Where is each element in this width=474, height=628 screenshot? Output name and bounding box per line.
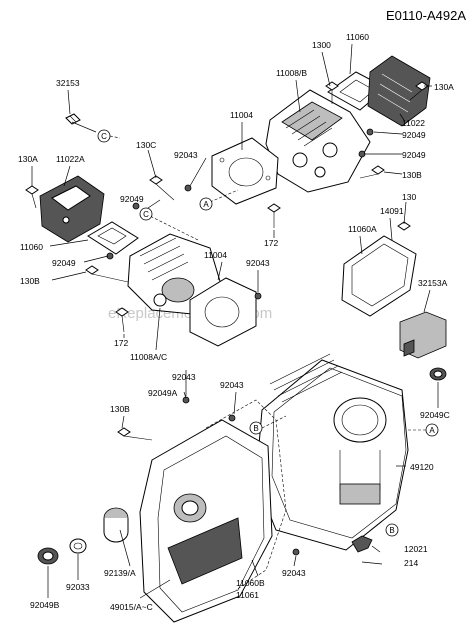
callout-a-upper: A: [199, 189, 239, 211]
part-washer-92033: [69, 538, 87, 554]
label-92049-mid: 92049: [120, 194, 144, 204]
part-oil-seal-92049C: [429, 367, 447, 381]
label-11060-top: 11060: [346, 32, 369, 42]
part-breather-32153A: [399, 311, 447, 359]
label-92033: 92033: [66, 582, 90, 592]
label-92049A: 92049A: [148, 388, 178, 398]
label-130B-left: 130B: [20, 276, 40, 286]
label-11060-left: 11060: [20, 242, 43, 252]
label-12021: 12021: [404, 544, 428, 554]
label-11022: 11022: [402, 118, 425, 128]
label-92049C: 92049C: [420, 410, 450, 420]
label-130A-left: 130A: [18, 154, 38, 164]
part-bearing-92139: [103, 507, 129, 543]
label-92049-top: 92049: [402, 130, 426, 140]
part-cylinder-head-left: [127, 233, 223, 315]
part-head-gasket-mid: [189, 277, 257, 347]
label-11022A: 11022A: [56, 154, 85, 164]
part-seal-92049B: [37, 547, 59, 565]
svg-text:A: A: [429, 426, 435, 435]
callout-a-right: A: [408, 423, 439, 437]
label-130-right: 130: [402, 192, 416, 202]
part-labels: 32153 1300 11060 11008/B 130A 11022 9204…: [18, 32, 454, 612]
label-11004-mid: 11004: [204, 250, 227, 260]
label-214: 214: [404, 558, 418, 568]
label-92049-left: 92049: [52, 258, 76, 268]
part-crankcase-cover-49015: [139, 419, 273, 623]
svg-text:A: A: [203, 200, 209, 209]
label-49120: 49120: [410, 462, 434, 472]
label-172-lower: 172: [114, 338, 128, 348]
part-gasket-11060A: [341, 235, 417, 317]
part-gasket-11060B: [205, 399, 287, 591]
label-11060B: 11060B: [236, 578, 265, 588]
part-gasket-11060-left: [87, 221, 139, 255]
svg-text:B: B: [389, 526, 394, 535]
label-130B-lower: 130B: [110, 404, 130, 414]
callout-b-bottom: B: [385, 523, 399, 537]
label-92139A: 92139/A: [104, 568, 136, 578]
callout-c-upper: C: [97, 129, 121, 143]
label-92043-upper: 92043: [174, 150, 198, 160]
label-92043-center: 92043: [220, 380, 244, 390]
callout-c-mid: C: [139, 207, 199, 241]
label-92043-mid: 92043: [246, 258, 270, 268]
label-11004-top: 11004: [230, 110, 253, 120]
svg-text:C: C: [101, 132, 107, 141]
label-130A-right: 130A: [434, 82, 454, 92]
svg-text:C: C: [143, 210, 149, 219]
label-92043-bottom: 92043: [282, 568, 306, 578]
part-bolts: [25, 81, 429, 556]
part-cover-11022-upper: [367, 55, 431, 127]
svg-text:B: B: [253, 424, 258, 433]
label-32153A: 32153A: [418, 278, 448, 288]
part-cover-11022A-left: [39, 175, 105, 243]
part-clip-32153: [65, 113, 81, 125]
label-130B-right: 130B: [402, 170, 422, 180]
label-11008B: 11008/B: [276, 68, 307, 78]
part-head-gasket-upper: [211, 137, 279, 205]
label-92043-lower: 92043: [172, 372, 196, 382]
label-172-upper: 172: [264, 238, 278, 248]
label-32153: 32153: [56, 78, 80, 88]
label-1300: 1300: [312, 40, 331, 50]
leader-lines: [31, 43, 439, 599]
label-130C: 130C: [136, 140, 156, 150]
label-92049B: 92049B: [30, 600, 60, 610]
part-cylinder-head-upper: [265, 89, 371, 193]
diagram-code: E0110-A492A: [386, 8, 466, 23]
label-11061: 11061: [236, 590, 259, 600]
callout-b-mid: B: [249, 415, 287, 435]
label-49015AC: 49015/A~C: [110, 602, 153, 612]
part-crankcase-49120: [255, 353, 409, 551]
label-11060A: 11060A: [348, 224, 377, 234]
label-14091: 14091: [380, 206, 404, 216]
label-92049-right: 92049: [402, 150, 426, 160]
label-11008AC: 11008A/C: [130, 352, 167, 362]
